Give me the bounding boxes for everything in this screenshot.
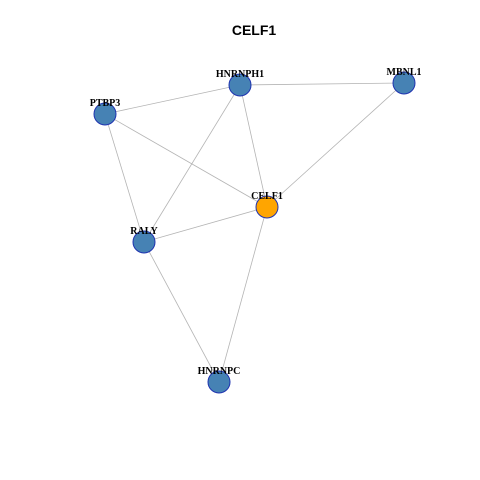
- edge-ptbp3-hnrnph1: [104, 84, 241, 115]
- edge-ptbp3-raly: [104, 113, 145, 243]
- node-label-hnrnph1: HNRNPH1: [216, 69, 264, 80]
- edge-hnrnph1-celf1: [239, 84, 268, 208]
- edge-raly-celf1: [143, 206, 268, 243]
- edge-celf1-hnrnpc: [218, 206, 268, 383]
- node-label-raly: RALY: [130, 226, 158, 237]
- node-label-ptbp3: PTBP3: [90, 98, 121, 109]
- node-celf1: [255, 195, 279, 219]
- edge-mbnl1-celf1: [266, 82, 405, 208]
- edge-ptbp3-celf1: [104, 113, 268, 208]
- node-label-mbnl1: MBNL1: [387, 67, 422, 78]
- node-raly: [132, 230, 156, 254]
- edge-hnrnph1-mbnl1: [239, 82, 405, 86]
- node-ptbp3: [93, 102, 117, 126]
- nodes-layer: [93, 71, 416, 394]
- edge-hnrnph1-raly: [143, 84, 241, 243]
- edge-raly-hnrnpc: [143, 241, 220, 383]
- node-hnrnpc: [207, 370, 231, 394]
- node-hnrnph1: [228, 73, 252, 97]
- node-label-hnrnpc: HNRNPC: [198, 366, 241, 377]
- graph-title: CELF1: [232, 22, 277, 38]
- node-label-celf1: CELF1: [251, 191, 283, 202]
- node-mbnl1: [392, 71, 416, 95]
- edges-layer: [104, 82, 405, 383]
